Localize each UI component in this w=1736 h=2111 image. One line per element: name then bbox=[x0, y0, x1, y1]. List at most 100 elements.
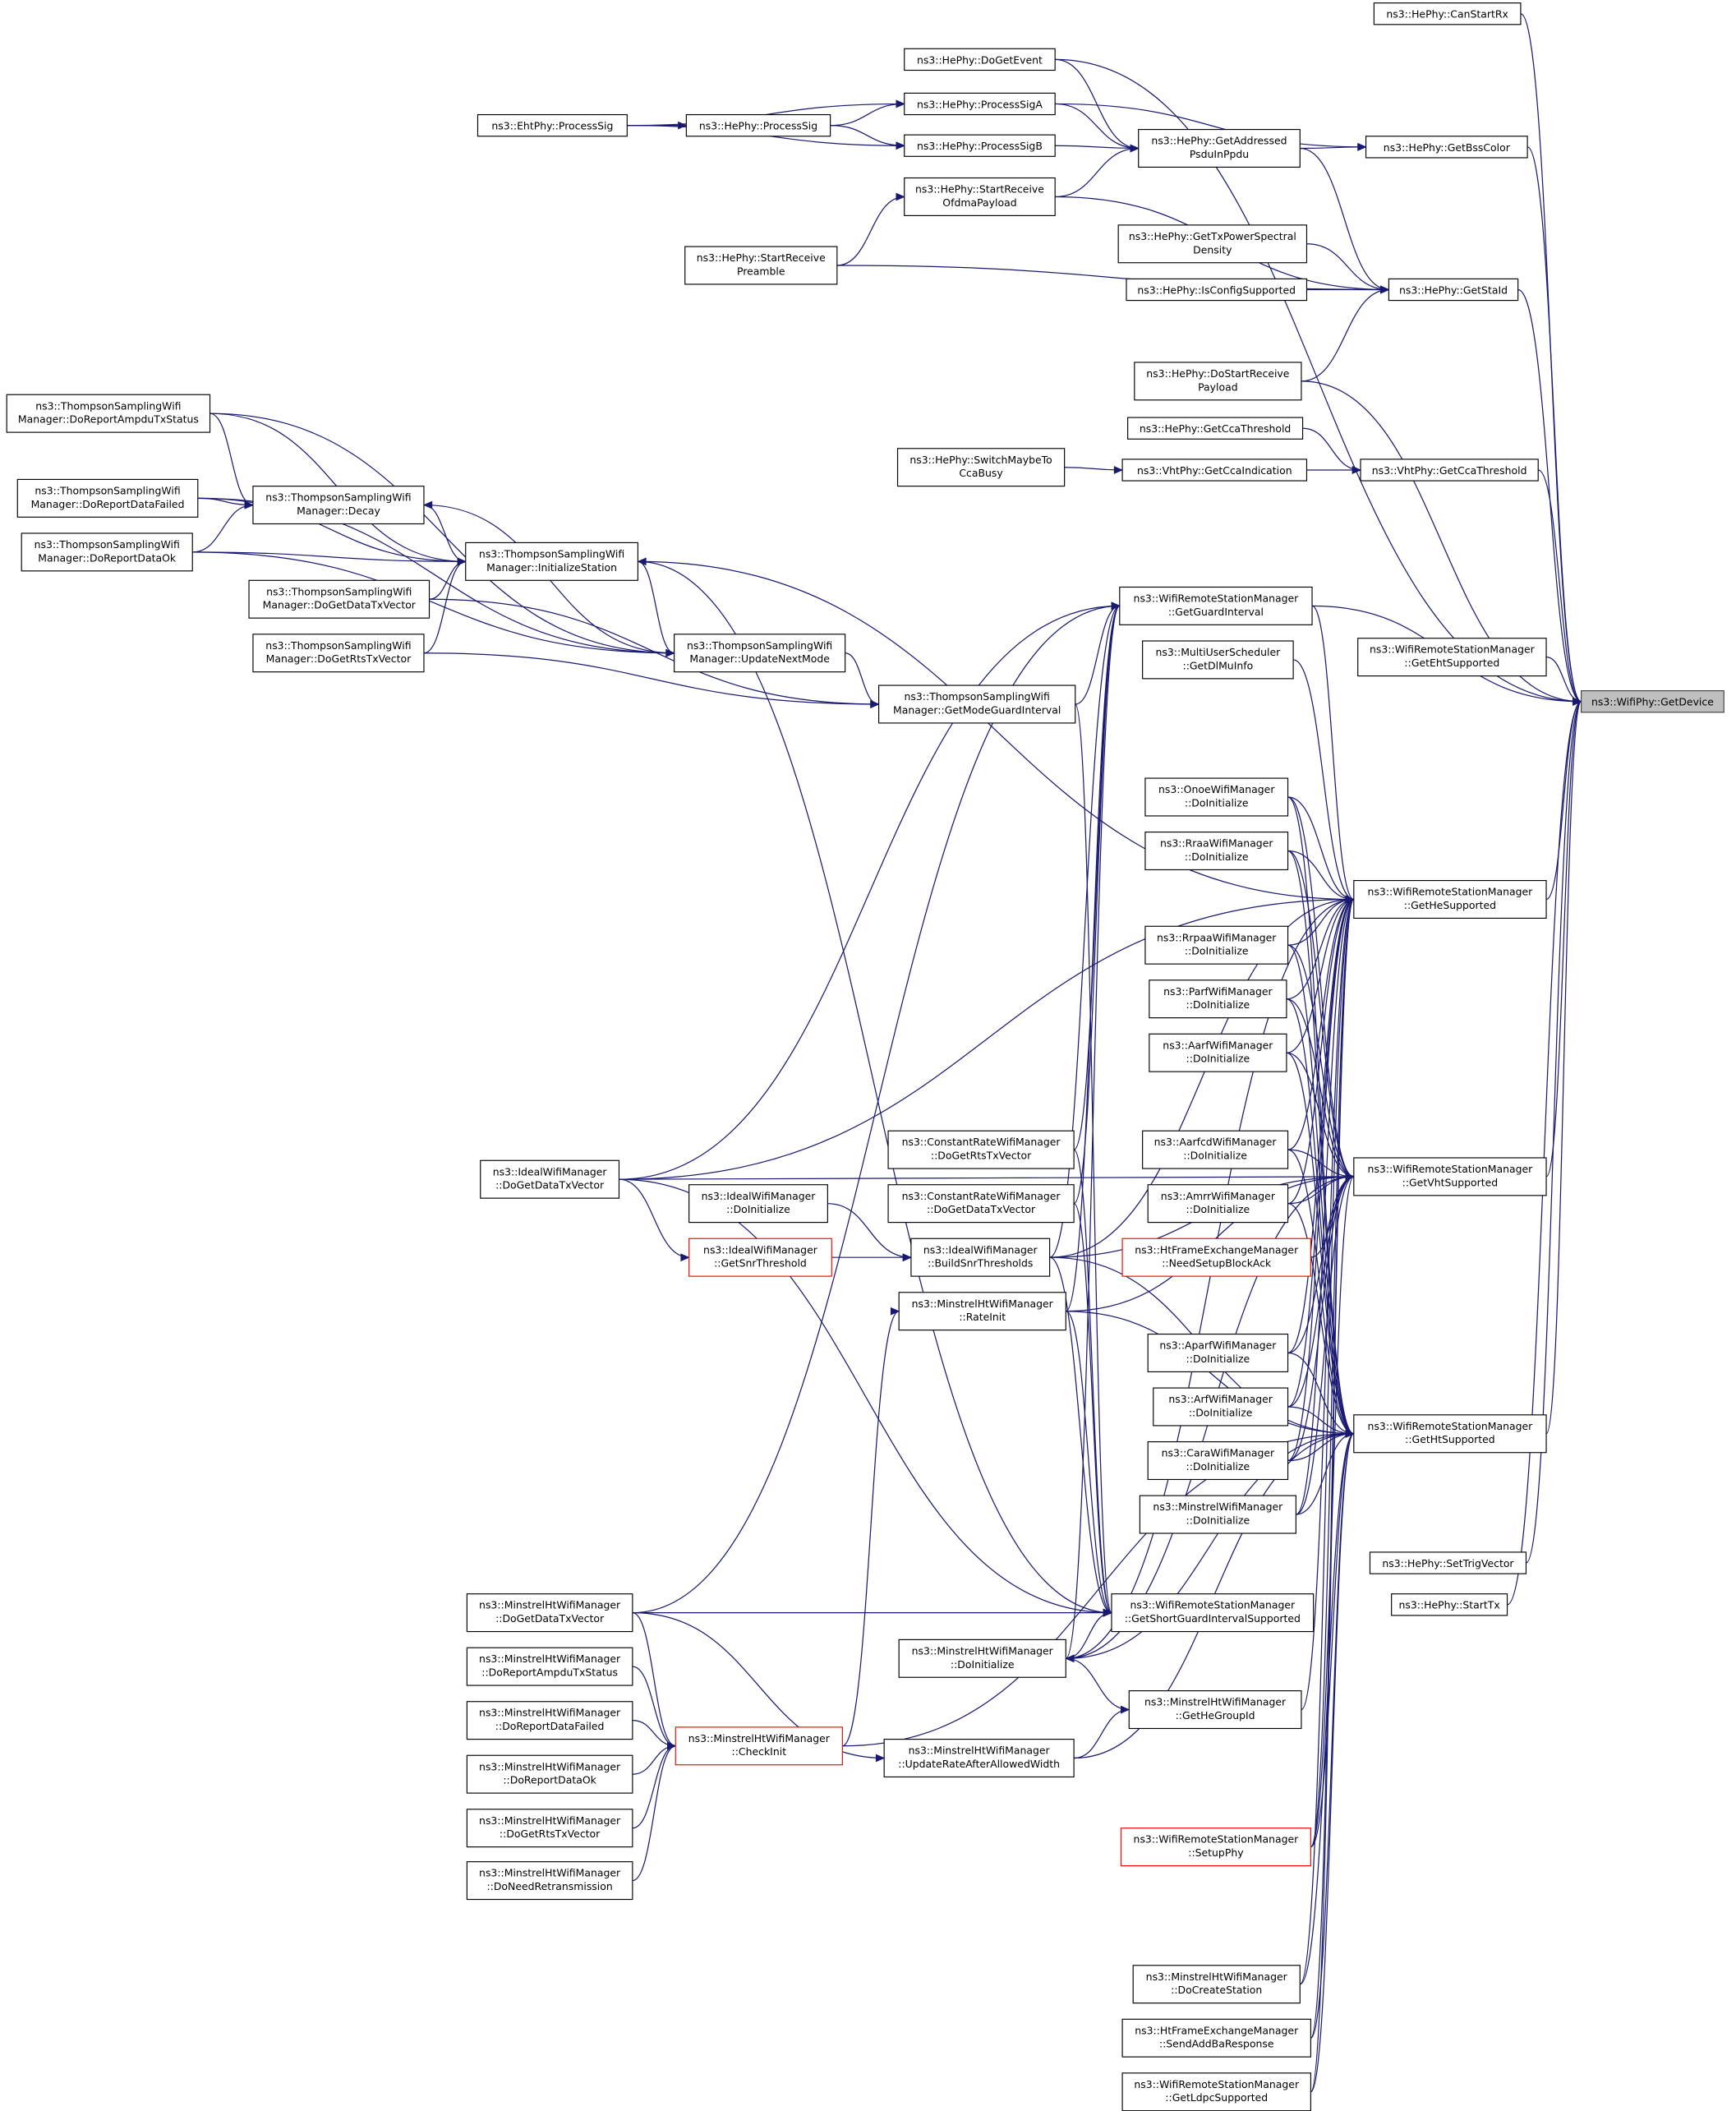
node-gethtsup[interactable]: ns3::WifiRemoteStationManager::GetHtSupp… bbox=[1353, 1414, 1547, 1454]
node-box bbox=[1142, 640, 1294, 680]
node-gethesup[interactable]: ns3::WifiRemoteStationManager::GetHeSupp… bbox=[1353, 879, 1547, 919]
edge-line bbox=[1066, 1433, 1354, 1659]
node-box bbox=[466, 1593, 633, 1633]
node-label: ns3::HePhy::ProcessSigB bbox=[917, 140, 1043, 152]
node-box bbox=[252, 486, 425, 525]
node-getehtsup[interactable]: ns3::WifiRemoteStationManager::GetEhtSup… bbox=[1357, 638, 1547, 677]
node-mh_hegroup[interactable]: ns3::MinstrelHtWifiManager::GetHeGroupId bbox=[1128, 1690, 1302, 1730]
node-mh_createsta[interactable]: ns3::MinstrelHtWifiManager::DoCreateStat… bbox=[1132, 1965, 1301, 2004]
node-rrpaa[interactable]: ns3::RrpaaWifiManager::DoInitialize bbox=[1144, 925, 1289, 965]
node-vhtgetcca[interactable]: ns3::VhtPhy::GetCcaThreshold bbox=[1360, 459, 1539, 482]
node-ideal_snr[interactable]: ns3::IdealWifiManager::GetSnrThreshold bbox=[688, 1238, 832, 1277]
node-getstaid[interactable]: ns3::HePhy::GetStaId bbox=[1388, 278, 1519, 302]
node-cara[interactable]: ns3::CaraWifiManager::DoInitialize bbox=[1147, 1441, 1289, 1481]
node-ideal_datatx[interactable]: ns3::IdealWifiManager::DoGetDataTxVector bbox=[480, 1159, 620, 1199]
node-setupphy[interactable]: ns3::WifiRemoteStationManager::SetupPhy bbox=[1120, 1828, 1311, 1867]
node-getbsscolor[interactable]: ns3::HePhy::GetBssColor bbox=[1365, 136, 1528, 159]
node-aarfcd[interactable]: ns3::AarfcdWifiManager::DoInitialize bbox=[1142, 1130, 1289, 1169]
node-box bbox=[1391, 1593, 1508, 1616]
node-mh_init[interactable]: ns3::MinstrelHtWifiManager::DoInitialize bbox=[898, 1639, 1066, 1678]
node-getldpc[interactable]: ns3::WifiRemoteStationManager::GetLdpcSu… bbox=[1121, 2072, 1311, 2111]
node-aarf[interactable]: ns3::AarfWifiManager::DoInitialize bbox=[1149, 1033, 1287, 1072]
node-getsgi[interactable]: ns3::WifiRemoteStationManager::GetShortG… bbox=[1111, 1593, 1315, 1633]
node-amrr[interactable]: ns3::AmrrWifiManager::DoInitialize bbox=[1147, 1184, 1289, 1224]
arrowhead-icon bbox=[678, 121, 688, 130]
node-onoe[interactable]: ns3::OnoeWifiManager::DoInitialize bbox=[1144, 777, 1289, 817]
node-parf[interactable]: ns3::ParfWifiManager::DoInitialize bbox=[1149, 979, 1287, 1019]
node-cr_rtstx[interactable]: ns3::ConstantRateWifiManager::DoGetRtsTx… bbox=[887, 1130, 1075, 1169]
edge-rraa-to-gethesup bbox=[1287, 850, 1355, 904]
edge-line bbox=[1287, 898, 1354, 1205]
node-ideal_build[interactable]: ns3::IdealWifiManager::BuildSnrThreshold… bbox=[910, 1238, 1051, 1277]
node-needsetupba[interactable]: ns3::HtFrameExchangeManager::NeedSetupBl… bbox=[1121, 1238, 1311, 1277]
node-ideal_init[interactable]: ns3::IdealWifiManager::DoInitialize bbox=[688, 1184, 828, 1224]
node-mh_retx[interactable]: ns3::MinstrelHtWifiManager::DoNeedRetran… bbox=[466, 1861, 633, 1901]
node-mh_datatx[interactable]: ns3::MinstrelHtWifiManager::DoGetDataTxV… bbox=[466, 1593, 633, 1633]
node-mh_rtstx[interactable]: ns3::MinstrelHtWifiManager::DoGetRtsTxVe… bbox=[466, 1809, 633, 1848]
node-minstrel_init[interactable]: ns3::MinstrelWifiManager::DoInitialize bbox=[1139, 1495, 1296, 1534]
node-aparf[interactable]: ns3::AparfWifiManager::DoInitialize bbox=[1147, 1333, 1289, 1372]
node-cr_datatx[interactable]: ns3::ConstantRateWifiManager::DoGetDataT… bbox=[887, 1184, 1075, 1224]
node-isconfigsupported[interactable]: ns3::HePhy::IsConfigSupported bbox=[1126, 278, 1308, 302]
node-dogetevent[interactable]: ns3::HePhy::DoGetEvent bbox=[904, 48, 1056, 71]
node-mh_checkinit[interactable]: ns3::MinstrelHtWifiManager::CheckInit bbox=[675, 1726, 843, 1766]
edge-dlmuinfo-to-gethesup bbox=[1292, 659, 1355, 904]
node-box bbox=[1153, 1387, 1289, 1427]
node-mh_rateinit[interactable]: ns3::MinstrelHtWifiManager::RateInit bbox=[898, 1292, 1066, 1331]
edge-line bbox=[192, 504, 253, 553]
node-mh_failed[interactable]: ns3::MinstrelHtWifiManager::DoReportData… bbox=[466, 1701, 633, 1740]
edge-line bbox=[1296, 898, 1355, 1515]
node-rraa[interactable]: ns3::RraaWifiManager::DoInitialize bbox=[1144, 832, 1289, 871]
node-processsigb[interactable]: ns3::HePhy::ProcessSigB bbox=[904, 134, 1056, 157]
node-label: ns3::AarfWifiManager::DoInitialize bbox=[1163, 1039, 1273, 1064]
node-heprocesssig[interactable]: ns3::HePhy::ProcessSig bbox=[685, 113, 831, 137]
node-mh_ampdu[interactable]: ns3::MinstrelHtWifiManager::DoReportAmpd… bbox=[466, 1647, 633, 1686]
node-processsiga[interactable]: ns3::HePhy::ProcessSigA bbox=[904, 92, 1056, 116]
node-mh_ok[interactable]: ns3::MinstrelHtWifiManager::DoReportData… bbox=[466, 1754, 633, 1794]
node-label: ns3::MinstrelHtWifiManager::CheckInit bbox=[688, 1732, 831, 1758]
edge-line bbox=[1296, 1433, 1354, 1515]
node-canstartrx[interactable]: ns3::HePhy::CanStartRx bbox=[1373, 2, 1522, 25]
edge-line bbox=[1066, 1311, 1112, 1614]
node-dlmuinfo[interactable]: ns3::MultiUserScheduler::GetDlMuInfo bbox=[1142, 640, 1294, 680]
edge-line bbox=[1310, 1433, 1355, 2093]
node-label: ns3::EhtPhy::ProcessSig bbox=[491, 120, 613, 132]
node-label: ns3::AarfcdWifiManager::DoInitialize bbox=[1154, 1136, 1278, 1161]
node-box bbox=[883, 1739, 1075, 1778]
node-box bbox=[1147, 1441, 1289, 1481]
edge-line bbox=[619, 1176, 1354, 1180]
node-getvhtsup[interactable]: ns3::WifiRemoteStationManager::GetVhtSup… bbox=[1353, 1157, 1547, 1196]
node-arf[interactable]: ns3::ArfWifiManager::DoInitialize bbox=[1153, 1387, 1289, 1427]
edge-line bbox=[1064, 467, 1123, 471]
node-settrig[interactable]: ns3::HePhy::SetTrigVector bbox=[1369, 1551, 1527, 1574]
node-sendaddba[interactable]: ns3::HtFrameExchangeManager::SendAddBaRe… bbox=[1121, 2018, 1311, 2058]
node-vhtgetccaind[interactable]: ns3::VhtPhy::GetCcaIndication bbox=[1121, 459, 1308, 482]
node-box bbox=[1126, 278, 1308, 302]
node-hegetcca[interactable]: ns3::HePhy::GetCcaThreshold bbox=[1127, 417, 1304, 440]
node-mh_updwidth[interactable]: ns3::MinstrelHtWifiManager::UpdateRateAf… bbox=[883, 1739, 1075, 1778]
node-getdevice[interactable]: ns3::WifiPhy::GetDevice bbox=[1581, 690, 1724, 713]
edge-line bbox=[1287, 850, 1354, 1178]
node-label: ns3::ArfWifiManager::DoInitialize bbox=[1168, 1393, 1273, 1418]
node-ehtprocesssig[interactable]: ns3::EhtPhy::ProcessSig bbox=[477, 113, 628, 137]
node-label: ns3::HtFrameExchangeManager::SendAddBaRe… bbox=[1135, 2024, 1299, 2049]
node-starttx[interactable]: ns3::HePhy::StartTx bbox=[1391, 1593, 1508, 1616]
node-getgi[interactable]: ns3::WifiRemoteStationManager::GetGuardI… bbox=[1119, 586, 1313, 625]
